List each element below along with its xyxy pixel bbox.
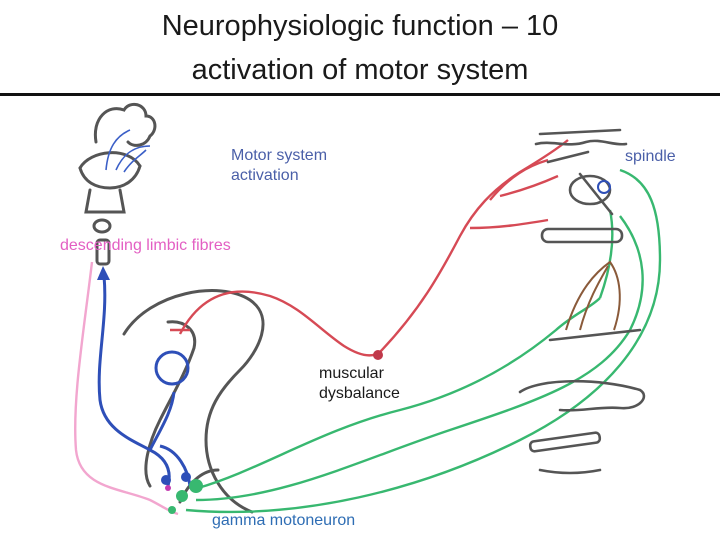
muscular-dysbalance-label: muscular dysbalance xyxy=(319,365,400,402)
spindle-label: spindle xyxy=(625,148,676,165)
spinal-cord-outline xyxy=(122,289,265,514)
gamma-motoneuron-label: gamma motoneuron xyxy=(212,512,356,529)
spindle-receptor-dot xyxy=(597,180,611,194)
red-synapse-dot xyxy=(373,350,383,360)
spindle-muscle-icon xyxy=(565,260,621,331)
limbic-fibre-path xyxy=(74,261,179,516)
brain-arrows xyxy=(105,129,151,173)
red-motor-pathway xyxy=(170,139,569,357)
title-line-2: activation of motor system xyxy=(191,54,529,86)
motor-system-label: Motor system activation xyxy=(231,147,328,184)
motoneuron-cluster xyxy=(161,472,203,514)
descending-blue-pathway xyxy=(97,275,192,487)
green-gamma-pathway xyxy=(185,168,662,514)
slide-title: Neurophysiologic function – 10 activatio… xyxy=(0,4,720,92)
title-divider xyxy=(0,93,720,96)
brain-drawing xyxy=(78,102,157,266)
descending-limbic-label: descending limbic fibres xyxy=(60,237,231,254)
title-line-1: Neurophysiologic function – 10 xyxy=(161,10,559,42)
muscle-sketches xyxy=(518,128,646,475)
blue-arrowhead-icon xyxy=(97,266,110,280)
